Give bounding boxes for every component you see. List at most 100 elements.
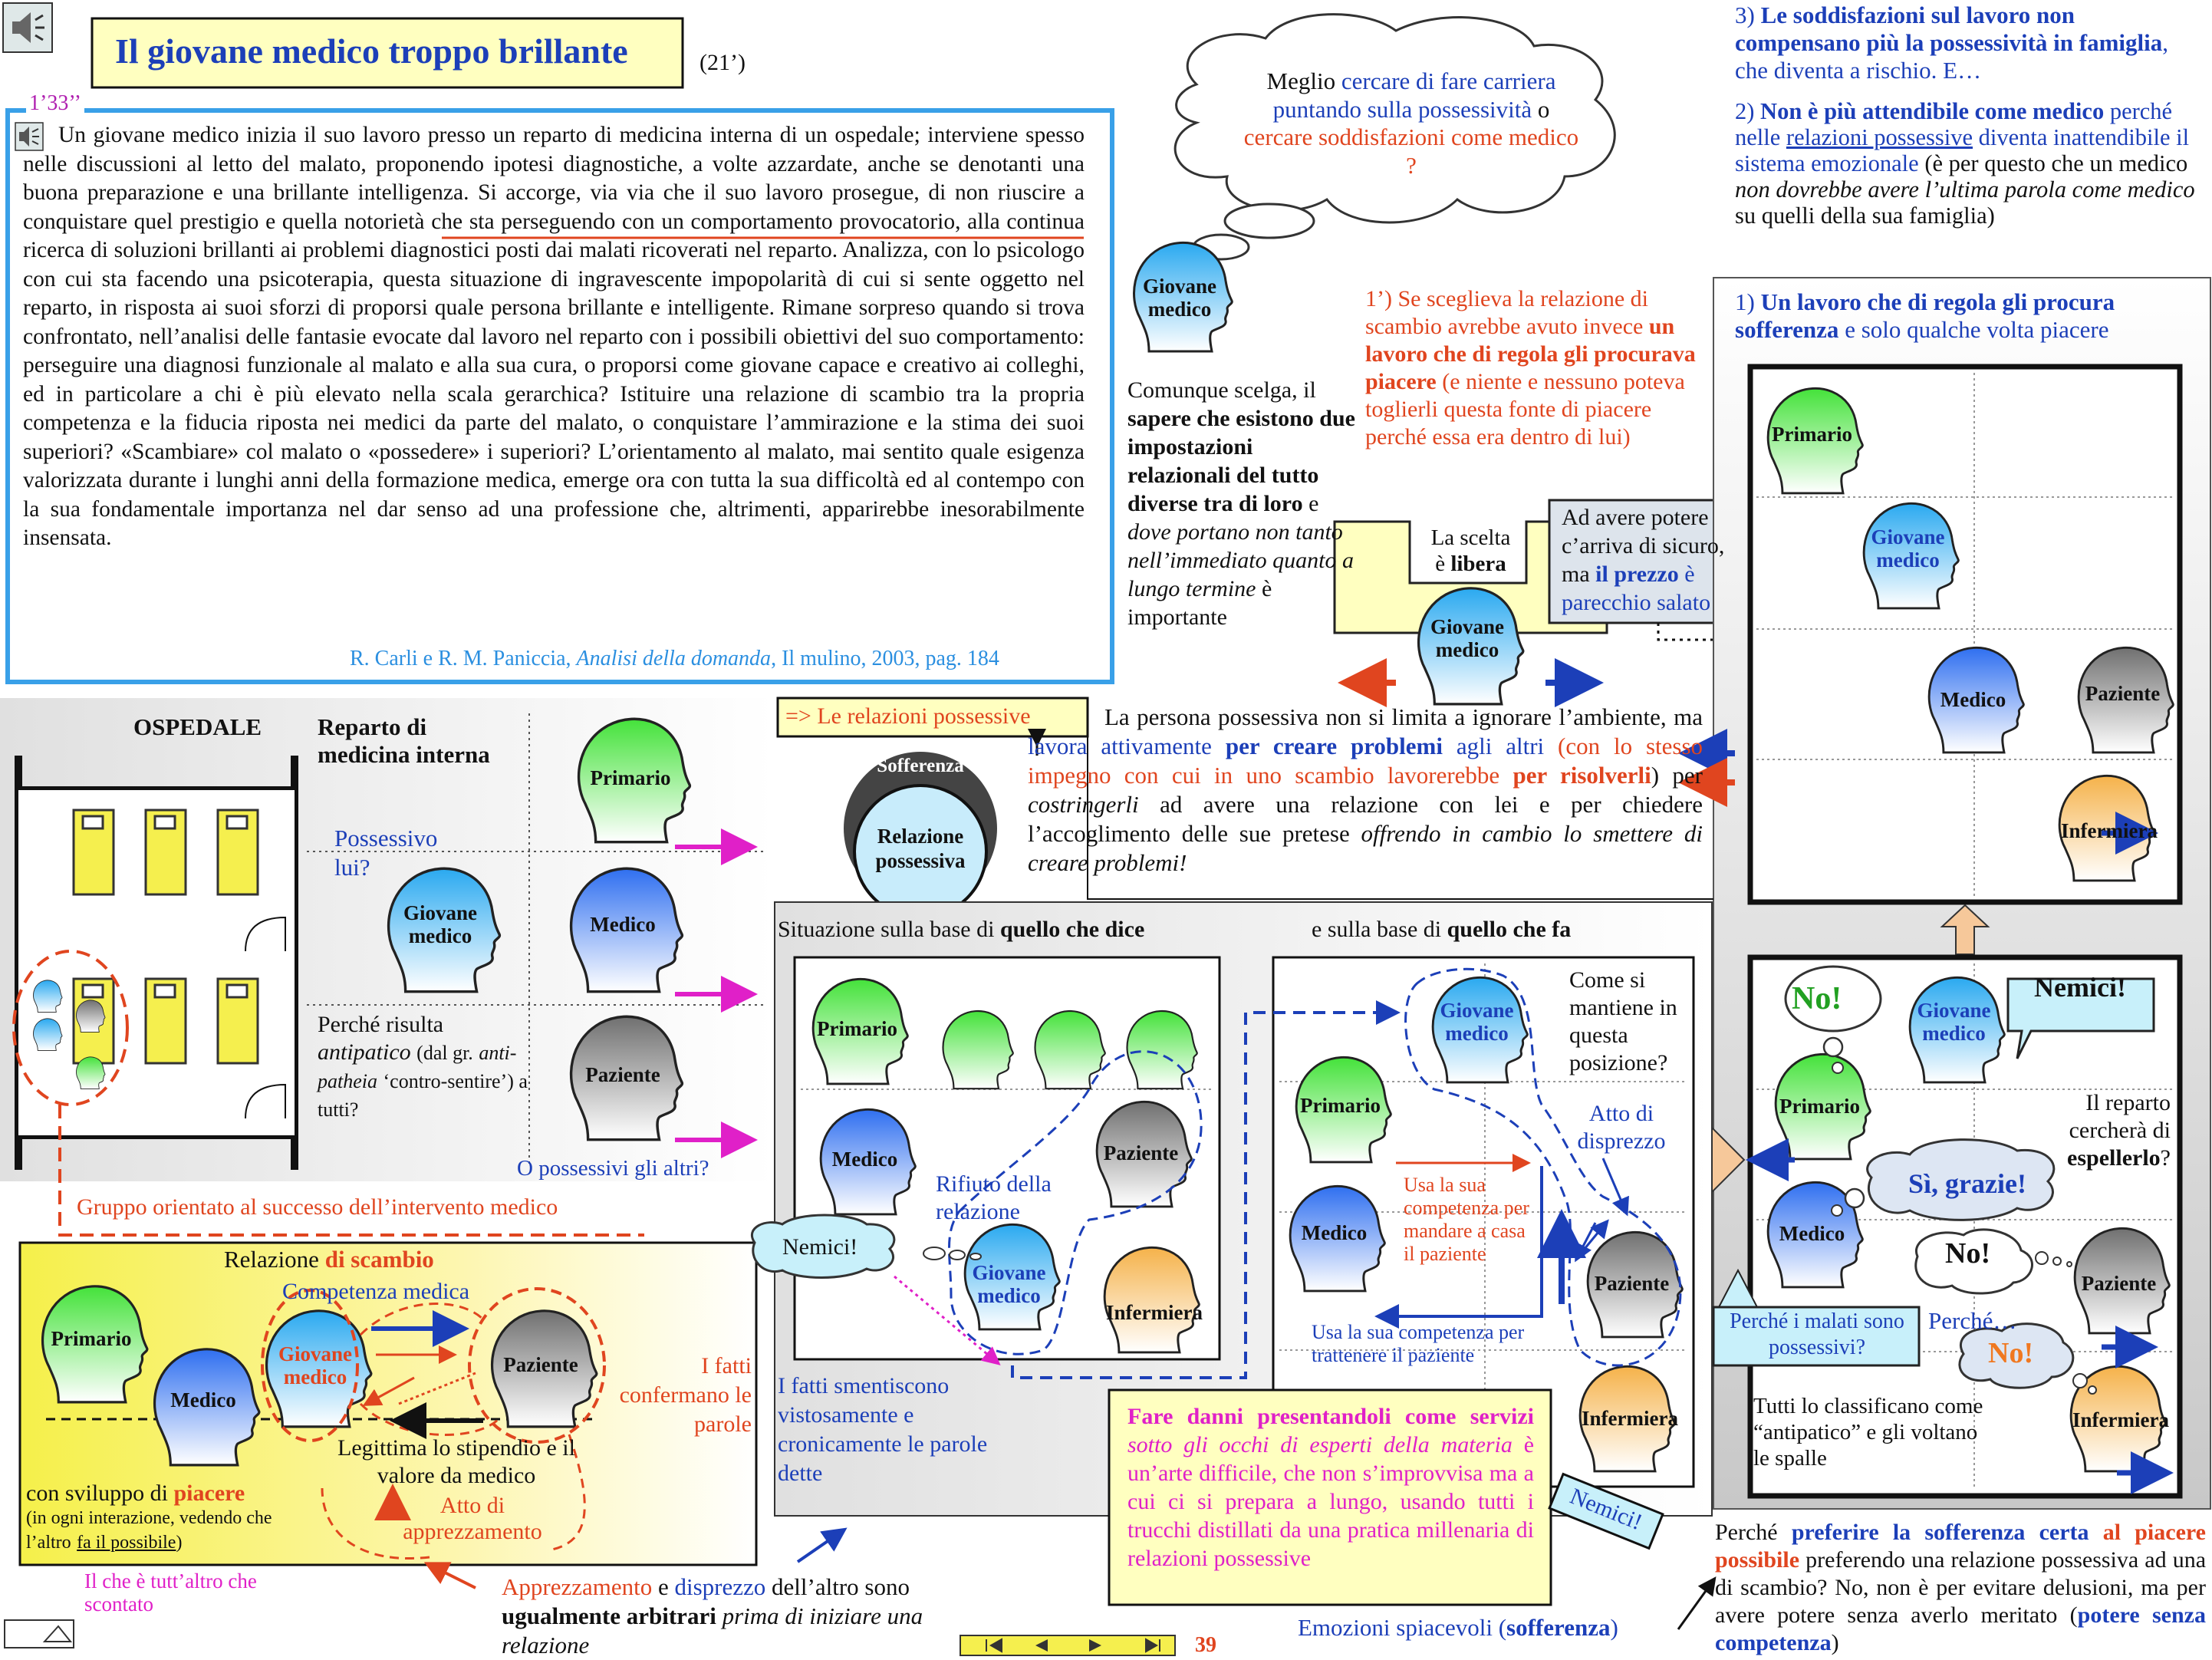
label-primario-h: Primario	[590, 766, 671, 789]
label-giovane-r1: Giovane	[1871, 525, 1945, 548]
thought-no-top	[1784, 965, 1882, 1074]
no-mid: No!	[1945, 1237, 1991, 1270]
thought-si	[1831, 1138, 2056, 1221]
legittima-text: Legittima lo stipendio e il valore da me…	[337, 1435, 575, 1488]
situazione-fa: e sulla base di quello che fa	[1312, 917, 1572, 942]
danni-text: Fare danni presentandoli come servizi so…	[1127, 1404, 1535, 1571]
fatti-smentiscono: I fatti smentiscono vistosamente e croni…	[778, 1373, 988, 1486]
fatti-confermano: I fatti confermano le parole	[619, 1353, 752, 1437]
up-arrow	[1940, 904, 1990, 955]
label-paziente-s: Paziente	[503, 1353, 578, 1376]
nemici-callout	[2006, 977, 2155, 1059]
perche-antipatico: Perché risulta antipatico (dal gr. anti-…	[318, 1012, 528, 1121]
label-infermiera-d1: Infermiera	[1106, 1301, 1203, 1324]
atto-apprezzamento: Atto di apprezzamento	[403, 1493, 542, 1544]
scambio-title: Relazione di scambio	[224, 1246, 434, 1273]
label-paziente-d1: Paziente	[1103, 1141, 1179, 1164]
label-giovane-s: Giovane	[278, 1342, 352, 1365]
possessive-text: La persona possessiva non si limita a ig…	[1028, 703, 1703, 876]
scontato-text: Il che è tutt’altro che scontato	[84, 1569, 257, 1616]
intro-paragraph: Un giovane medico inizia il suo lavoro p…	[23, 123, 1085, 550]
label-primario-d1: Primario	[817, 1017, 897, 1040]
possessive-label-prefix: => Le relazioni possessive	[785, 703, 1031, 729]
nemici-mid: Nemici!	[782, 1234, 858, 1260]
perche-malati-box	[1712, 1306, 1921, 1367]
final-text: Perché preferire la sofferenza certa al …	[1715, 1520, 2207, 1655]
label-infermiera-r2: Infermiera	[2072, 1408, 2169, 1431]
label-paziente-r1: Paziente	[2085, 682, 2161, 705]
label-medico-f1: Medico	[1301, 1221, 1368, 1244]
competenza-medica: Competenza medica	[282, 1279, 470, 1304]
label-primario-r2: Primario	[1779, 1095, 1860, 1118]
perche-text: Perché…	[1928, 1307, 2017, 1334]
emozioni-text: Emozioni spiacevoli (sofferenza)	[1298, 1614, 1618, 1641]
usa-mandare: Usa la sua competenza per mandare a casa…	[1404, 1174, 1529, 1265]
point1p-text: 1’) Se sceglieva la relazione di scambio…	[1365, 286, 1696, 450]
group-ellipse	[12, 950, 129, 1106]
nemici-right: Nemici!	[2034, 972, 2126, 1003]
label-medico-d1: Medico	[831, 1148, 898, 1171]
rifiuto-relazione: Rifiuto della relazione	[936, 1171, 1052, 1224]
reparto-title: Reparto di medicina interna	[318, 713, 490, 768]
label-medico-s: Medico	[170, 1388, 236, 1411]
point2-text: 2) Non è più attendibile come medico per…	[1735, 98, 2195, 229]
possessivo-lui: Possessivo lui?	[334, 825, 438, 881]
danni-box	[1108, 1388, 1552, 1606]
no-bottom: No!	[1988, 1337, 2034, 1369]
nemici-tag	[1548, 1472, 1664, 1550]
speaker-small-icon[interactable]	[15, 122, 44, 151]
come-mantiene: Come si mantiene in questa posizione?	[1569, 967, 1677, 1075]
title-duration: (21’)	[699, 50, 746, 75]
thought-text: Meglio cercare di fare carriera puntando…	[1243, 68, 1579, 179]
usa-trattenere: Usa la sua competenza per trattenere il …	[1312, 1321, 1525, 1366]
intro-frame	[5, 108, 1114, 684]
atto-disprezzo: Atto di disprezzo	[1577, 1101, 1666, 1154]
circle-relazione: Relazione possessiva	[875, 825, 966, 872]
si-grazie: Sì, grazie!	[1908, 1168, 2026, 1199]
title-box	[91, 17, 684, 89]
label-giovane-scelta: Giovane	[1430, 615, 1504, 638]
label-paziente-h: Paziente	[585, 1063, 660, 1086]
label-giovane-r2: Giovane	[1917, 999, 1991, 1022]
ospedale-title: OSPEDALE	[133, 713, 262, 740]
intro-time: 1’33’’	[26, 91, 84, 117]
label-infermiera-f1: Infermiera	[1582, 1407, 1678, 1430]
speaker-icon[interactable]	[2, 2, 53, 53]
reparto-text: Il reparto cercherà di espellerlo?	[2067, 1090, 2171, 1171]
label-primario-r1: Primario	[1772, 423, 1852, 446]
point3-text: 3) Le soddisfazioni sul lavoro non compe…	[1735, 2, 2168, 84]
nemici-cloud-mid	[751, 1214, 982, 1279]
perche-malati: Perché i malati sono possessivi?	[1730, 1309, 1904, 1359]
situazione-dice: Situazione sulla base di quello che dice	[778, 917, 1145, 942]
intro-citation: R. Carli e R. M. Paniccia, Analisi della…	[350, 647, 999, 670]
label-giovane-h: Giovane	[403, 901, 477, 924]
tutti-text: Tutti lo classificano come “antipatico” …	[1753, 1394, 1983, 1471]
label-infermiera-r1: Infermiera	[2061, 819, 2158, 842]
label-medico-r2: Medico	[1779, 1222, 1845, 1245]
label-medico-r1: Medico	[1940, 688, 2006, 711]
gruppo-text: Gruppo orientato al successo dell’interv…	[77, 1194, 558, 1220]
footer-nav-icons[interactable]	[4, 1619, 1176, 1656]
piacere-text: con sviluppo di piacere(in ogni interazi…	[26, 1480, 272, 1553]
thought-cloud	[1173, 13, 1616, 278]
page-title: Il giovane medico troppo brillante	[115, 31, 628, 71]
comunque-text: Comunque scelga, il sapere che esistono …	[1127, 377, 1355, 630]
label-primario-f1: Primario	[1300, 1094, 1381, 1117]
label-primario-s: Primario	[51, 1327, 132, 1350]
thought-no-mid	[1914, 1228, 2072, 1295]
circle-sofferenza: Sofferenza	[877, 756, 964, 776]
label-medico-h: Medico	[590, 913, 656, 936]
thought-no-bottom	[1958, 1322, 2097, 1395]
label-paziente-f1: Paziente	[1594, 1272, 1670, 1295]
point1-text: 1) Un lavoro che di regola gli procura s…	[1735, 288, 2115, 343]
apprezzamento-text: Apprezzamento e disprezzo dell’altro son…	[502, 1573, 923, 1658]
page-number: 39	[1195, 1633, 1216, 1657]
no-top: No!	[1792, 981, 1842, 1016]
possessivi-altri: O possessivi gli altri?	[517, 1156, 709, 1181]
label-giovane-f1: Giovane	[1440, 999, 1514, 1022]
label-giovane-d1: Giovane	[972, 1261, 1046, 1284]
label-giovane-top: Giovane	[1142, 275, 1216, 298]
